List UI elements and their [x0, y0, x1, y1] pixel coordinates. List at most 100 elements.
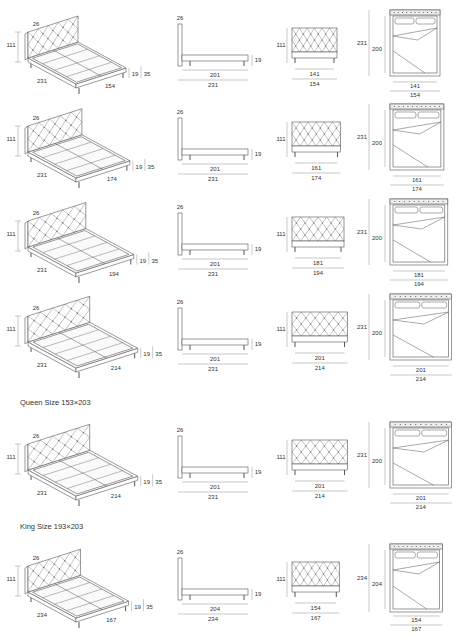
dimension-line	[132, 161, 133, 171]
drawing-line	[300, 134, 304, 140]
drawing-line	[77, 313, 83, 318]
dimension-label: 174	[106, 176, 117, 182]
tuft-button	[303, 567, 304, 568]
tuft-button	[310, 45, 311, 46]
drawing-line	[306, 440, 311, 446]
drawing-line	[306, 324, 311, 330]
tuft-button	[58, 312, 59, 313]
tuft-button	[412, 106, 413, 107]
drawing-line	[60, 116, 65, 121]
drawing-line	[297, 446, 302, 452]
drawing-shape	[292, 562, 339, 586]
drawing-line	[40, 440, 46, 445]
dimension-label: 231	[36, 172, 47, 178]
tuft-button	[299, 133, 300, 134]
tuft-button	[52, 43, 53, 44]
tuft-button	[39, 230, 40, 231]
dimension-label: 204	[371, 581, 382, 587]
drawing-line	[66, 120, 71, 125]
dimension-line	[140, 348, 141, 358]
tuft-button	[342, 329, 343, 330]
dimension-line	[152, 346, 153, 358]
drawing-line	[28, 566, 33, 571]
drawing-line	[75, 549, 80, 557]
tuft-button	[304, 127, 305, 128]
dimension-line	[252, 55, 253, 66]
drawing-line	[28, 45, 33, 50]
tuft-button	[296, 445, 297, 446]
drawing-line	[71, 125, 76, 130]
drawing-line	[60, 574, 65, 582]
drawing-line	[40, 235, 46, 243]
drawing-line	[312, 122, 316, 128]
drawing-line	[304, 134, 308, 140]
drawing-line	[308, 134, 312, 140]
tuft-button	[304, 139, 305, 140]
drawing-line	[34, 325, 40, 333]
dimension-label: 111	[276, 326, 286, 332]
drawing-line	[67, 471, 123, 489]
drawing-line	[34, 440, 40, 448]
drawing-line	[190, 595, 191, 600]
drawing-line	[53, 326, 59, 334]
drawing-line	[338, 440, 343, 446]
drawing-line	[59, 313, 65, 318]
drawing-line	[73, 24, 78, 29]
drawing-line	[295, 152, 296, 157]
drawing-line	[51, 231, 57, 239]
drawing-line	[300, 34, 304, 40]
tuft-button	[431, 296, 432, 297]
drawing-line	[292, 28, 296, 34]
tuft-button	[324, 133, 325, 134]
dimension-line	[252, 467, 253, 478]
drawing-line	[33, 123, 38, 131]
tuft-button	[315, 457, 316, 458]
drawing-line	[63, 32, 68, 40]
drawing-line	[292, 46, 296, 52]
drawing-line	[296, 568, 300, 574]
dimension-label: 200	[371, 46, 382, 52]
tuft-button	[333, 445, 334, 446]
drawing-line	[296, 235, 300, 241]
drawing-line	[343, 440, 348, 446]
drawing-line	[47, 330, 53, 335]
tuft-button	[328, 323, 329, 324]
tuft-button	[333, 457, 334, 458]
dimension-line	[178, 80, 248, 81]
drawing-shape	[28, 575, 129, 618]
drawing-line	[40, 453, 46, 458]
drawing-line	[57, 210, 63, 218]
drawing-line	[308, 562, 312, 568]
drawing-line	[79, 182, 80, 188]
tuft-button	[324, 317, 325, 318]
drawing-line	[300, 46, 304, 52]
drawing-line	[335, 229, 339, 235]
drawing-line	[301, 440, 306, 446]
tuft-button	[56, 231, 57, 232]
dimension-label: 26	[176, 299, 184, 305]
drawing-line	[344, 470, 345, 475]
tuft-button	[42, 33, 43, 34]
drawing-line	[334, 324, 339, 330]
tuft-button	[410, 424, 411, 425]
drawing-line	[40, 312, 46, 317]
drawing-line	[340, 229, 344, 235]
drawing-line	[55, 56, 100, 70]
drawing-line	[84, 433, 90, 438]
tuft-button	[413, 201, 414, 202]
drawing-line	[65, 553, 70, 561]
tuft-button	[431, 12, 432, 13]
drawing-shape	[25, 316, 28, 344]
tuft-button	[68, 214, 69, 215]
drawing-shape	[182, 55, 248, 61]
drawing-line	[65, 304, 71, 309]
tuft-button	[34, 333, 35, 334]
tuft-button	[446, 424, 447, 425]
drawing-line	[296, 34, 300, 40]
drawing-line	[58, 40, 63, 48]
dimension-label: 167	[310, 615, 321, 621]
drawing-line	[320, 330, 325, 336]
dimension-label: 26	[32, 305, 40, 311]
drawing-line	[74, 224, 80, 232]
dimension-line	[182, 482, 248, 483]
